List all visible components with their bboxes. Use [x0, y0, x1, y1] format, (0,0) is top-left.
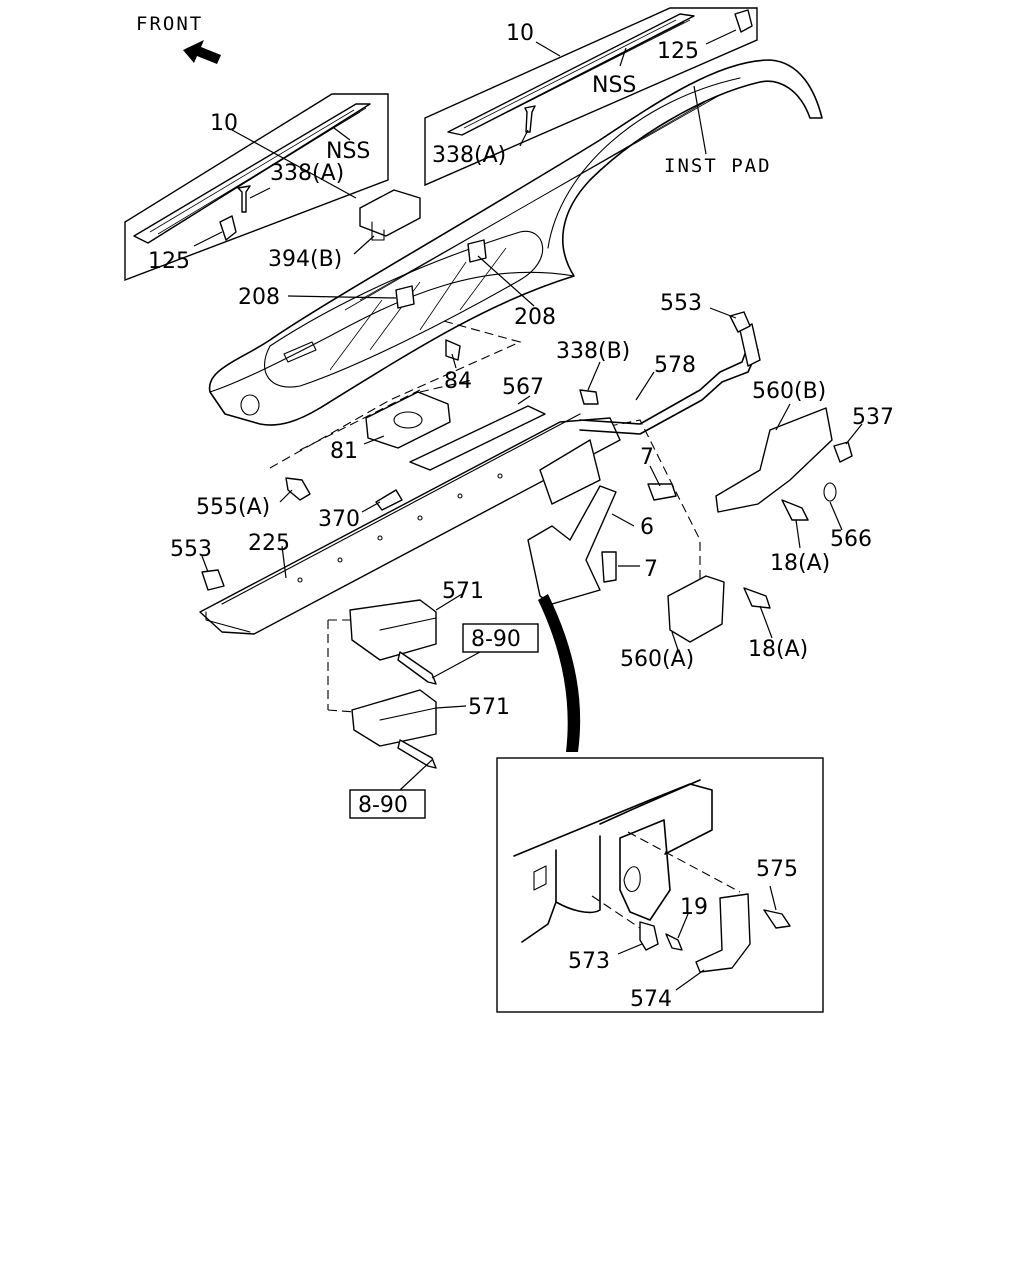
clip-125-right-icon: [734, 9, 753, 33]
callout-208-right: 208: [514, 305, 556, 330]
bolt-7-top-icon: [647, 483, 677, 501]
callout-10-left: 10: [210, 111, 238, 136]
right-grille-slots: [463, 19, 691, 131]
callout-19: 19: [680, 895, 708, 920]
clip-125-left-icon: [219, 215, 237, 241]
instrument-pad: [208, 59, 823, 426]
bolt-8-90-lower-icon: [397, 739, 437, 769]
front-label: FRONT: [136, 13, 203, 35]
ref-label-8-90-lower[interactable]: 8-90: [358, 793, 408, 818]
bracket-560b: [715, 407, 833, 513]
callout-inst-pad: INST PAD: [664, 155, 772, 177]
right-defroster-grille: [447, 13, 695, 136]
callout-555a: 555(A): [196, 495, 270, 520]
clip-208-right-icon: [467, 239, 487, 263]
callout-18a-top: 18(A): [770, 551, 830, 576]
callout-537: 537: [852, 405, 894, 430]
callout-574: 574: [630, 987, 672, 1012]
clip-208-left-icon: [395, 285, 415, 309]
duct-571-lower: [351, 689, 437, 747]
left-defroster-grille: [133, 103, 371, 244]
callout-571-bottom: 571: [468, 695, 510, 720]
callout-7-mid: 7: [644, 557, 658, 582]
nut-553-left-icon: [201, 569, 225, 591]
bracket-81: [365, 391, 451, 449]
left-grille-slots: [149, 107, 367, 235]
callout-553-top: 553: [660, 291, 702, 316]
callout-566: 566: [830, 527, 872, 552]
ref-box-8-90-lower: [349, 789, 426, 819]
bolt-18a-top-icon: [781, 499, 809, 521]
callout-7-top: 7: [640, 445, 654, 470]
bolt-18a-bottom-icon: [743, 587, 771, 609]
clip-84-icon: [445, 339, 461, 361]
bolt-7-mid-icon: [601, 551, 617, 583]
ref-label-8-90-upper[interactable]: 8-90: [471, 627, 521, 652]
callout-573: 573: [568, 949, 610, 974]
right-grille-frame: [424, 7, 758, 187]
callout-575: 575: [756, 857, 798, 882]
callout-nss-right: NSS: [592, 73, 636, 98]
detail-arrow: [538, 594, 581, 752]
callout-nss-left: NSS: [326, 139, 370, 164]
bar-holes: [297, 473, 503, 583]
nut-537-icon: [833, 441, 853, 463]
callout-208-left: 208: [238, 285, 280, 310]
detail-structure: [513, 783, 713, 857]
detail-frame: [496, 757, 824, 1013]
callout-370: 370: [318, 507, 360, 532]
front-arrow-icon: [183, 40, 221, 64]
callout-18a-bottom: 18(A): [748, 637, 808, 662]
callout-125-left: 125: [148, 249, 190, 274]
callout-125-right: 125: [657, 39, 699, 64]
callout-225: 225: [248, 531, 290, 556]
bracket-560a: [667, 575, 725, 643]
bolt-338b-icon: [579, 389, 599, 405]
callout-338b: 338(B): [556, 339, 630, 364]
bracket-574: [695, 893, 751, 973]
callout-6: 6: [640, 515, 654, 540]
grommet-566-icon: [823, 482, 837, 502]
screw-338a-right-icon: [524, 105, 536, 133]
callout-84: 84: [444, 369, 472, 394]
instrument-pad-inner: [547, 77, 741, 249]
instrument-pad-hole: [240, 394, 260, 416]
bracket-573: [639, 921, 659, 951]
bolt-555a-icon: [285, 477, 311, 501]
center-brace-6: [527, 485, 617, 605]
pipe-578: [579, 339, 751, 425]
instrument-pad-face: [264, 230, 544, 388]
callout-338a-right: 338(A): [432, 143, 506, 168]
callout-571-top: 571: [442, 579, 484, 604]
callout-338a-left: 338(A): [270, 161, 344, 186]
reinforcement-bar-225: [199, 417, 621, 635]
leader-lines: [193, 29, 863, 991]
screw-338a-left-icon: [237, 185, 251, 213]
left-grille-frame: [124, 93, 389, 282]
bolt-8-90-upper-icon: [397, 651, 437, 685]
callout-81: 81: [330, 439, 358, 464]
instrument-pad-vent: [283, 341, 317, 363]
callout-560b: 560(B): [752, 379, 826, 404]
callout-10-right: 10: [506, 21, 534, 46]
ref-box-8-90-upper: [462, 623, 539, 653]
instrument-pad-ribs: [329, 247, 507, 371]
callout-578: 578: [654, 353, 696, 378]
center-bracket: [539, 439, 601, 505]
screw-19-icon: [665, 933, 683, 951]
duct-571-upper: [349, 599, 437, 661]
callout-567: 567: [502, 375, 544, 400]
callout-560a: 560(A): [620, 647, 694, 672]
callout-553-left: 553: [170, 537, 212, 562]
callout-394b: 394(B): [268, 247, 342, 272]
clip-394b-icon: [359, 189, 421, 237]
bolt-370-icon: [375, 489, 403, 511]
instrument-pad-top-lines: [344, 94, 721, 311]
instrument-pad-top: [209, 271, 575, 393]
bolt-575-icon: [763, 909, 791, 929]
bracket-567: [409, 405, 546, 471]
